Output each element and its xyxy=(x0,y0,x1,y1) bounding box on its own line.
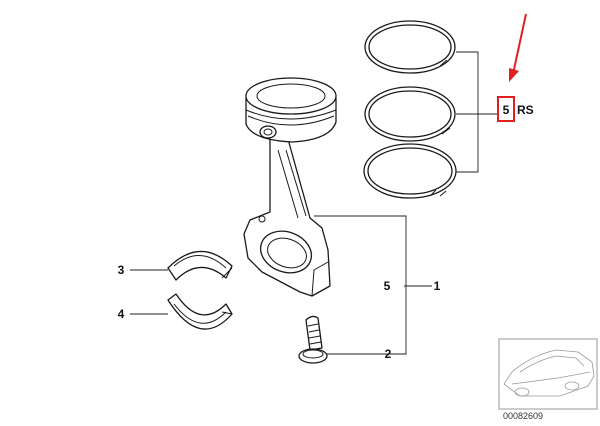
bearing-shell-lower xyxy=(167,293,233,330)
vehicle-thumbnail: 00082609 xyxy=(498,338,598,421)
thumbnail-code-label: 00082609 xyxy=(503,411,543,421)
rings-qty-label: 5 xyxy=(503,103,510,117)
bearing-leaders xyxy=(130,269,168,315)
piston-ring-middle xyxy=(364,86,456,142)
car-outline-icon xyxy=(503,349,595,397)
piston-ring-top xyxy=(364,20,456,74)
red-arrow-icon xyxy=(509,13,527,82)
rod-group-ref-label: 1 xyxy=(434,279,441,293)
rod-group-qty-label: 5 xyxy=(384,279,391,293)
rings-suffix-label: RS xyxy=(517,103,534,117)
bearing-upper-label: 3 xyxy=(118,263,125,277)
bearing-shell-upper xyxy=(167,250,233,281)
bolt-label: 2 xyxy=(385,347,392,361)
piston-rod-assembly xyxy=(243,77,337,297)
rings-leader xyxy=(456,51,498,173)
rod-bolt xyxy=(298,315,328,364)
rings-callout: 5 RS xyxy=(497,96,534,122)
piston-rings xyxy=(363,20,457,199)
highlight-box xyxy=(497,96,515,122)
piston-ring-bottom xyxy=(363,143,457,199)
bearing-lower-label: 4 xyxy=(118,307,125,321)
rod-leader xyxy=(314,215,432,355)
